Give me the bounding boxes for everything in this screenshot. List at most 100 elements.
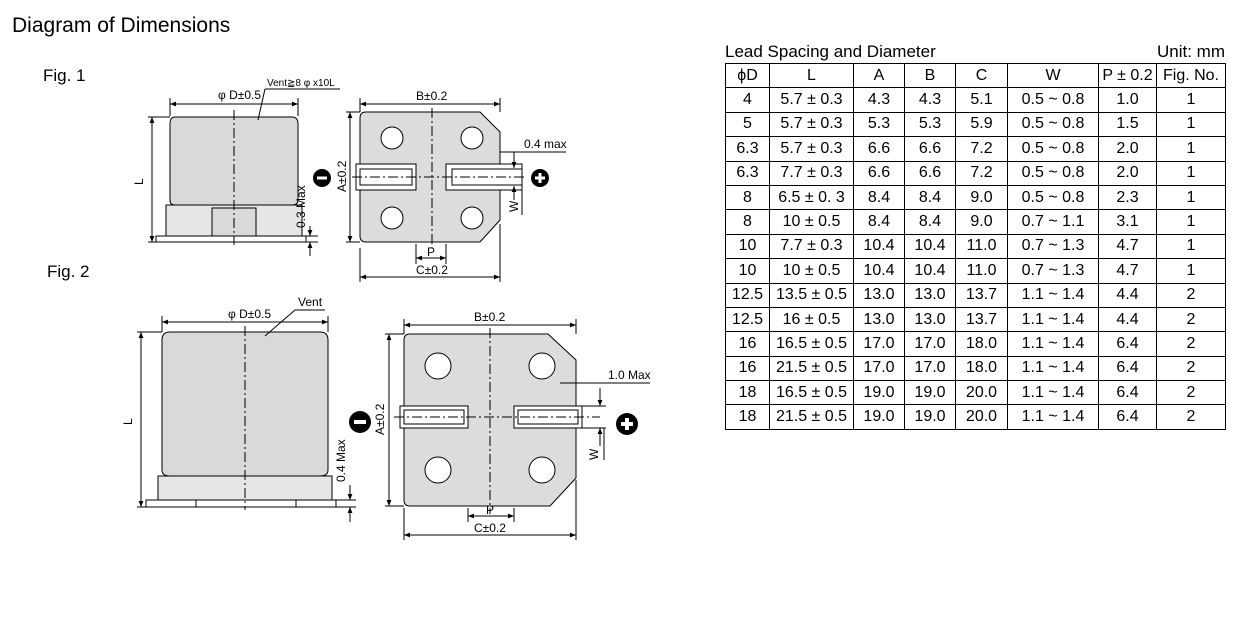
- fig1-plus-symbol: [531, 169, 549, 187]
- table-cell: 16.5 ± 0.5: [769, 331, 854, 357]
- fig1-vent-label: Vent≧8 φ x10L: [267, 78, 335, 89]
- table-cell: 7.7 ± 0.3: [769, 233, 854, 260]
- table-caption-row: Lead Spacing and Diameter Unit: mm: [725, 42, 1229, 62]
- header-cell: L: [769, 62, 854, 89]
- table-cell: 5.7 ± 0.3: [769, 87, 854, 113]
- fig2-height-label: 0.4 Max: [334, 439, 348, 482]
- table-header-row: ϕD L A B C W P ± 0.2 Fig. No.: [725, 62, 1226, 89]
- table-cell: 1.1 ~ 1.4: [1007, 355, 1099, 382]
- table-cell: 8.4: [853, 184, 905, 211]
- table-cell: 2: [1156, 331, 1226, 357]
- table-cell: 7.7 ± 0.3: [769, 160, 854, 186]
- fig2-a-label: A±0.2: [373, 403, 387, 435]
- table-cell: 1: [1156, 87, 1226, 113]
- table-cell: 18.0: [955, 331, 1008, 357]
- fig1-p-label: P: [427, 245, 435, 259]
- table-cell: 6.5 ± 0. 3: [769, 184, 854, 211]
- table-cell: 1.1 ~ 1.4: [1007, 306, 1099, 333]
- table-cell: 5.3: [904, 111, 956, 138]
- table-cell: 1: [1156, 111, 1226, 138]
- table-cell: 6.4: [1098, 355, 1157, 382]
- fig1-side-view: [148, 88, 340, 256]
- table-cell: 7.2: [955, 160, 1008, 186]
- table-cell: 19.0: [853, 380, 905, 406]
- table-cell: 13.5 ± 0.5: [769, 282, 854, 308]
- dimension-drawings: φ D±0.5 Vent≧8 φ x10L L 0.3 Max: [121, 78, 651, 540]
- table-cell: 13.7: [955, 282, 1008, 308]
- table-cell: 9.0: [955, 209, 1008, 235]
- table-cell: 10: [725, 233, 770, 260]
- table-cell: 2: [1156, 355, 1226, 382]
- table-cell: 0.5 ~ 0.8: [1007, 111, 1099, 138]
- table-cell: 19.0: [904, 380, 956, 406]
- table-cell: 16 ± 0.5: [769, 306, 854, 333]
- table-cell: 1: [1156, 258, 1226, 284]
- table-cell: 1.0: [1098, 87, 1157, 113]
- table-cell: 6.6: [904, 160, 956, 186]
- table-cell: 2.0: [1098, 160, 1157, 186]
- table-cell: 19.0: [853, 404, 905, 430]
- table-cell: 1: [1156, 136, 1226, 162]
- table-cell: 1: [1156, 209, 1226, 235]
- table-cell: 4.3: [904, 87, 956, 113]
- table-cell: 17.0: [904, 331, 956, 357]
- fig1-max-label: 0.4 max: [524, 137, 567, 151]
- table-cell: 21.5 ± 0.5: [769, 404, 854, 430]
- table-cell: 2: [1156, 380, 1226, 406]
- fig2-b-label: B±0.2: [474, 310, 506, 324]
- fig1-c-label: C±0.2: [416, 263, 448, 277]
- table-cell: 5.7 ± 0.3: [769, 136, 854, 162]
- table-cell: 2: [1156, 306, 1226, 333]
- table-cell: 16: [725, 355, 770, 382]
- table-cell: 6.4: [1098, 331, 1157, 357]
- table-cell: 10.4: [853, 233, 905, 260]
- table-cell: 1.1 ~ 1.4: [1007, 331, 1099, 357]
- table-cell: 6.4: [1098, 404, 1157, 430]
- fig2-side-view: [137, 309, 356, 522]
- table-cell: 2.0: [1098, 136, 1157, 162]
- table-cell: 4.7: [1098, 258, 1157, 284]
- fig2-minus-symbol: [349, 411, 371, 433]
- table-cell: 10.4: [904, 258, 956, 284]
- table-cell: 6.4: [1098, 380, 1157, 406]
- fig2-w-label: W: [587, 448, 601, 460]
- fig1-w-label: W: [507, 200, 521, 212]
- table-cell: 3.1: [1098, 209, 1157, 235]
- table-cell: 2: [1156, 404, 1226, 430]
- table-cell: 4: [725, 87, 770, 113]
- fig2-max-label: 1.0 Max: [608, 368, 651, 382]
- fig1-b-label: B±0.2: [416, 89, 448, 103]
- fig1-diameter-label: φ D±0.5: [218, 88, 261, 102]
- header-cell: P ± 0.2: [1098, 62, 1157, 89]
- table-cell: 16: [725, 331, 770, 357]
- table-cell: 6.3: [725, 136, 770, 162]
- table-cell: 4.7: [1098, 233, 1157, 260]
- table-cell: 5.7 ± 0.3: [769, 111, 854, 138]
- table-cell: 1: [1156, 184, 1226, 211]
- fig2-length-label: L: [121, 418, 135, 425]
- table-cell: 19.0: [904, 404, 956, 430]
- table-cell: 17.0: [853, 331, 905, 357]
- table-cell: 8: [725, 209, 770, 235]
- table-cell: 10 ± 0.5: [769, 209, 854, 235]
- fig2-front-view: [385, 319, 650, 540]
- table-cell: 0.5 ~ 0.8: [1007, 87, 1099, 113]
- header-cell: Fig. No.: [1156, 62, 1226, 89]
- table-cell: 13.0: [904, 306, 956, 333]
- table-cell: 21.5 ± 0.5: [769, 355, 854, 382]
- table-cell: 20.0: [955, 380, 1008, 406]
- table-cell: 5: [725, 111, 770, 138]
- table-cell: 12.5: [725, 306, 770, 333]
- table-cell: 6.6: [853, 136, 905, 162]
- table-cell: 1.1 ~ 1.4: [1007, 380, 1099, 406]
- table-cell: 8.4: [904, 184, 956, 211]
- table-cell: 18: [725, 404, 770, 430]
